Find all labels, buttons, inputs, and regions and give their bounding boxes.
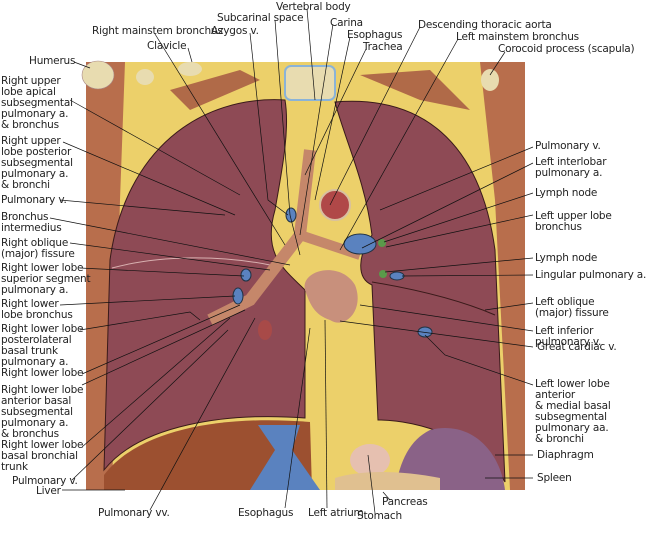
- label-esophagus: Esophagus: [347, 29, 403, 41]
- label-left-upper-lobe-bronchus: Left upper lobe bronchus: [535, 210, 612, 233]
- humerus-bone: [81, 60, 115, 90]
- left-chest-muscle: [86, 62, 125, 490]
- leader-lines: [49, 8, 534, 514]
- vertebral-body: [284, 65, 336, 101]
- label-esophagus-2: Esophagus: [238, 507, 294, 519]
- label-lymph-node-1: Lymph node: [535, 187, 598, 199]
- lingular-artery: [389, 271, 405, 281]
- liver-organ: [104, 420, 312, 490]
- label-left-mainstem-bronchus: Left mainstem bronchus: [456, 31, 579, 43]
- label-bronchus-intermedius: Bronchus intermedius: [1, 211, 62, 234]
- upper-muscle-right: [360, 70, 470, 110]
- label-rll-basal-trunk: Right lower lobe basal bronchial trunk: [1, 439, 84, 473]
- clavicle-bone-2: [136, 69, 154, 85]
- label-right-lower-lobe: Right lower lobe: [1, 367, 84, 379]
- label-great-cardiac-v: Great cardiac v.: [537, 341, 617, 353]
- label-left-inferior-pulmonary-v: Left inferior pulmonary v.: [535, 325, 602, 348]
- lymph-node-2: [379, 270, 387, 278]
- ivc-vessel: [250, 425, 320, 490]
- left-atrium-organ: [304, 270, 358, 323]
- aorta-vessel: [319, 189, 351, 221]
- label-diaphragm: Diaphragm: [537, 449, 594, 461]
- label-stomach: Stomach: [357, 510, 402, 522]
- left-inferior-vein: [417, 326, 433, 338]
- upper-muscle-left: [170, 70, 260, 110]
- left-fissure: [371, 281, 496, 316]
- airway: [207, 149, 316, 326]
- right-pulmonary-veins: [258, 320, 272, 340]
- left-mainstem-vessel: [343, 233, 377, 255]
- lymph-node: [378, 239, 386, 247]
- label-left-interlobar: Left interlobar pulmonary a.: [535, 156, 607, 179]
- stomach-organ: [350, 444, 390, 476]
- rll-artery: [240, 268, 252, 282]
- label-lll-anterior-medial: Left lower lobe anterior & medial basal …: [535, 378, 611, 445]
- label-lingular-pulmonary-a: Lingular pulmonary a.: [535, 269, 647, 281]
- label-clavicle: Clavicle: [147, 40, 187, 52]
- label-azygos-v: Azygos v.: [211, 25, 259, 37]
- label-lymph-node-2: Lymph node: [535, 252, 598, 264]
- label-pulmonary-v: Pulmonary v.: [1, 194, 67, 206]
- coracoid-bone: [481, 69, 499, 91]
- label-humerus: Humerus: [29, 55, 76, 67]
- label-right-oblique-fissure: Right oblique (major) fissure: [1, 237, 75, 260]
- right-chest-muscle: [480, 62, 525, 490]
- label-pulmonary-v-3: Pulmonary v.: [535, 140, 601, 152]
- label-descending-thoracic-aorta: Descending thoracic aorta: [418, 19, 552, 31]
- pancreas-organ: [335, 472, 440, 490]
- label-spleen: Spleen: [537, 472, 572, 484]
- azygos-vessel: [285, 207, 297, 223]
- label-corocoid-process: Corocoid process (scapula): [498, 43, 635, 55]
- label-rll-bronchus: Right lower lobe bronchus: [1, 298, 73, 321]
- label-vertebral-body: Vertebral body: [276, 1, 351, 13]
- label-pulmonary-v-2: Pulmonary v.: [12, 475, 78, 487]
- spleen-organ: [395, 428, 505, 490]
- label-trachea: Trachea: [363, 41, 403, 53]
- label-pancreas: Pancreas: [382, 496, 428, 508]
- label-liver: Liver: [36, 485, 61, 497]
- right-fissure: [111, 257, 271, 269]
- label-rll-posterolateral: Right lower lobe posterolateral basal tr…: [1, 323, 84, 368]
- label-subcarinal-space: Subcarinal space: [217, 12, 304, 24]
- label-rul-apical: Right upper lobe apical subsegmental pul…: [1, 75, 73, 131]
- right-lung: [103, 99, 306, 472]
- label-left-atrium: Left atrium: [308, 507, 364, 519]
- label-right-mainstem-bronchus: Right mainstem bronchus: [92, 25, 223, 37]
- label-pulmonary-vv: Pulmonary vv.: [98, 507, 170, 519]
- label-carina: Carina: [330, 17, 363, 29]
- label-left-oblique-fissure: Left oblique (major) fissure: [535, 296, 609, 319]
- label-rul-posterior: Right upper lobe posterior subsegmental …: [1, 135, 73, 191]
- label-rll-superior: Right lower lobe superior segment pulmon…: [1, 262, 91, 296]
- label-rll-anterior-basal: Right lower lobe anterior basal subsegme…: [1, 384, 84, 440]
- clavicle-bone: [178, 62, 202, 76]
